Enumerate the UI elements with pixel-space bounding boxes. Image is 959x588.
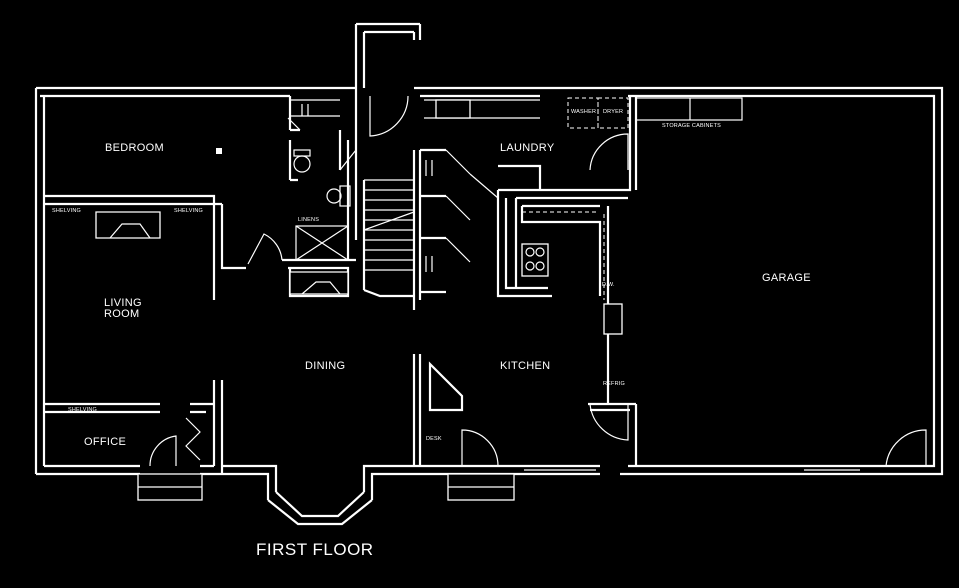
label-bedroom: BEDROOM (105, 142, 164, 154)
windows (137, 99, 860, 501)
label-storage: STORAGE CABINETS (662, 123, 721, 129)
room-labels: BEDROOM LIVING ROOM OFFICE DINING KITCHE… (84, 142, 811, 448)
label-shelving-a: SHELVING (52, 208, 81, 214)
label-dryer: DRYER (603, 109, 623, 115)
label-dining: DINING (305, 360, 345, 372)
label-dw: D.W. (602, 282, 615, 288)
plan-title: FIRST FLOOR (256, 540, 374, 559)
interior-walls (44, 96, 636, 466)
label-garage: GARAGE (762, 272, 811, 284)
label-office: OFFICE (84, 436, 126, 448)
label-desk: DESK (426, 436, 442, 442)
label-living-1: LIVING (104, 297, 142, 309)
label-shelving-b: SHELVING (174, 208, 203, 214)
fixtures (95, 97, 743, 335)
doors (149, 95, 927, 467)
fixture-labels: SHELVING SHELVING SHELVING LINENS WASHER… (52, 109, 721, 442)
label-shelving-c: SHELVING (68, 407, 97, 413)
label-living-2: ROOM (104, 308, 139, 320)
label-washer: WASHER (571, 109, 596, 115)
label-linens: LINENS (298, 217, 319, 223)
label-laundry: LAUNDRY (500, 142, 555, 154)
label-kitchen: KITCHEN (500, 360, 550, 372)
label-refrig: REFRIG (603, 381, 625, 387)
